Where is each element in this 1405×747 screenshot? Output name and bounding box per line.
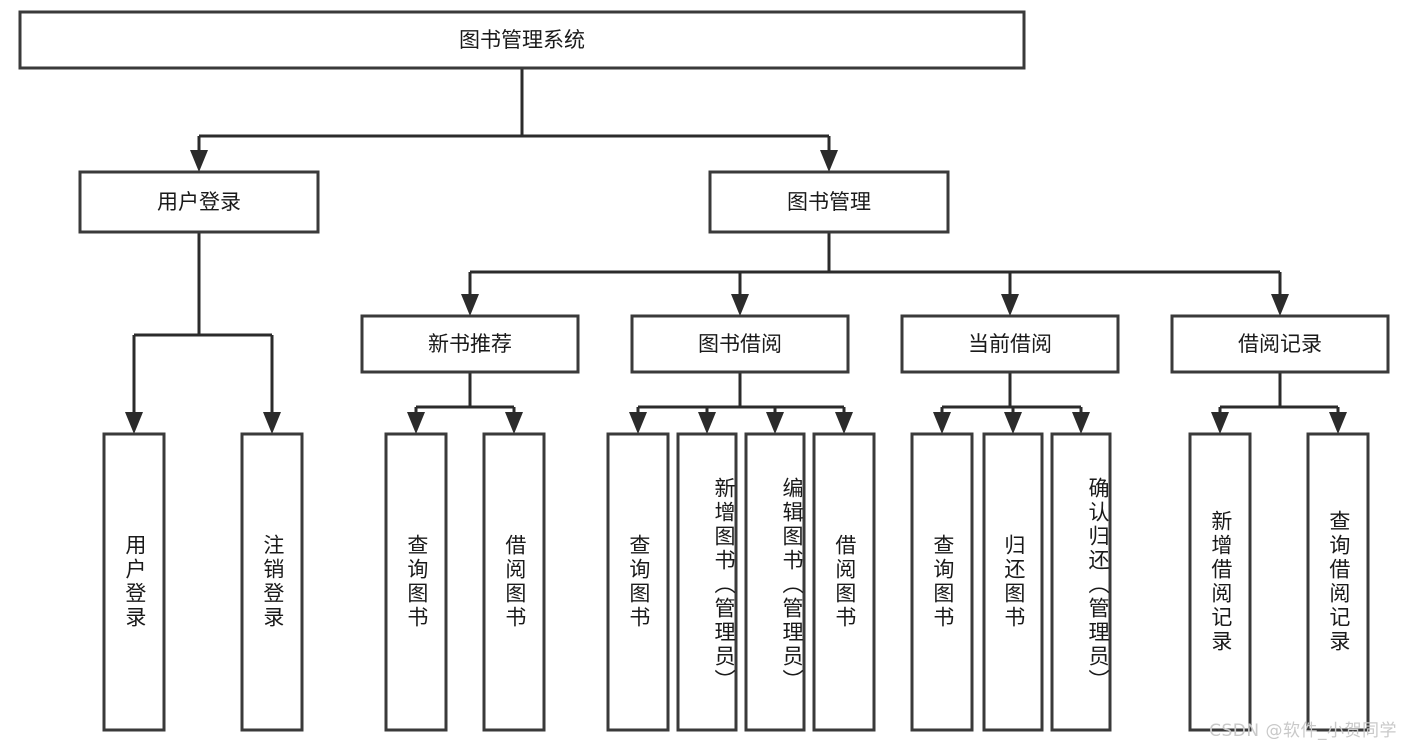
edge-l3-2-arrow-2: [1072, 412, 1090, 434]
csdn-watermark: CSDN @软件_小贺同学: [1209, 721, 1397, 741]
edge-login-arrow-0: [125, 412, 143, 434]
node-leaf-0[interactable]: [102, 432, 166, 732]
edge-books-arrow-2: [1001, 294, 1019, 316]
node-leaf-3[interactable]: [482, 432, 546, 732]
node-leaf-10[interactable]: [1050, 432, 1112, 732]
node-level2-0[interactable]: [78, 170, 320, 234]
edge-l3-1-arrow-0: [629, 412, 647, 434]
edge-l3-3-arrow-0: [1211, 412, 1229, 434]
node-level3-label-1: 图书借阅: [698, 332, 782, 356]
edge-root-arrow-1: [820, 150, 838, 172]
node-level3-2[interactable]: [900, 314, 1120, 374]
node-level3-3[interactable]: [1170, 314, 1390, 374]
node-leaf-8[interactable]: [910, 432, 974, 732]
node-root[interactable]: [18, 10, 1026, 70]
edge-books-arrow-0: [461, 294, 479, 316]
edge-l3-2-arrow-1: [1004, 412, 1022, 434]
edge-l3-1-arrow-2: [766, 412, 784, 434]
connectors-layer: [125, 68, 1347, 434]
node-leaf-4[interactable]: [606, 432, 670, 732]
edge-books-arrow-1: [731, 294, 749, 316]
node-level3-1[interactable]: [630, 314, 850, 374]
edge-l3-0-arrow-0: [407, 412, 425, 434]
node-leaf-6[interactable]: [744, 432, 806, 732]
edge-l3-2-arrow-0: [933, 412, 951, 434]
node-level2-label-1: 图书管理: [787, 190, 871, 214]
node-level3-label-3: 借阅记录: [1238, 332, 1322, 356]
edge-l3-1-arrow-3: [835, 412, 853, 434]
node-leaf-9[interactable]: [982, 432, 1044, 732]
edge-l3-3-arrow-1: [1329, 412, 1347, 434]
node-leaf-11[interactable]: [1188, 432, 1252, 732]
node-level3-label-0: 新书推荐: [428, 332, 512, 356]
node-leaf-7[interactable]: [812, 432, 876, 732]
node-leaf-5[interactable]: [676, 432, 738, 732]
node-leaf-2[interactable]: [384, 432, 448, 732]
node-leaf-12[interactable]: [1306, 432, 1370, 732]
node-leaf-1[interactable]: [240, 432, 304, 732]
edge-l3-1-arrow-1: [698, 412, 716, 434]
node-root-label: 图书管理系统: [459, 28, 585, 52]
node-level3-0[interactable]: [360, 314, 580, 374]
edge-l3-0-arrow-1: [505, 412, 523, 434]
edge-root-arrow-0: [190, 150, 208, 172]
boxes-layer: [18, 10, 1390, 732]
node-level3-label-2: 当前借阅: [968, 332, 1052, 356]
edge-books-arrow-3: [1271, 294, 1289, 316]
node-level2-label-0: 用户登录: [157, 190, 241, 214]
node-level2-1[interactable]: [708, 170, 950, 234]
edge-login-arrow-1: [263, 412, 281, 434]
